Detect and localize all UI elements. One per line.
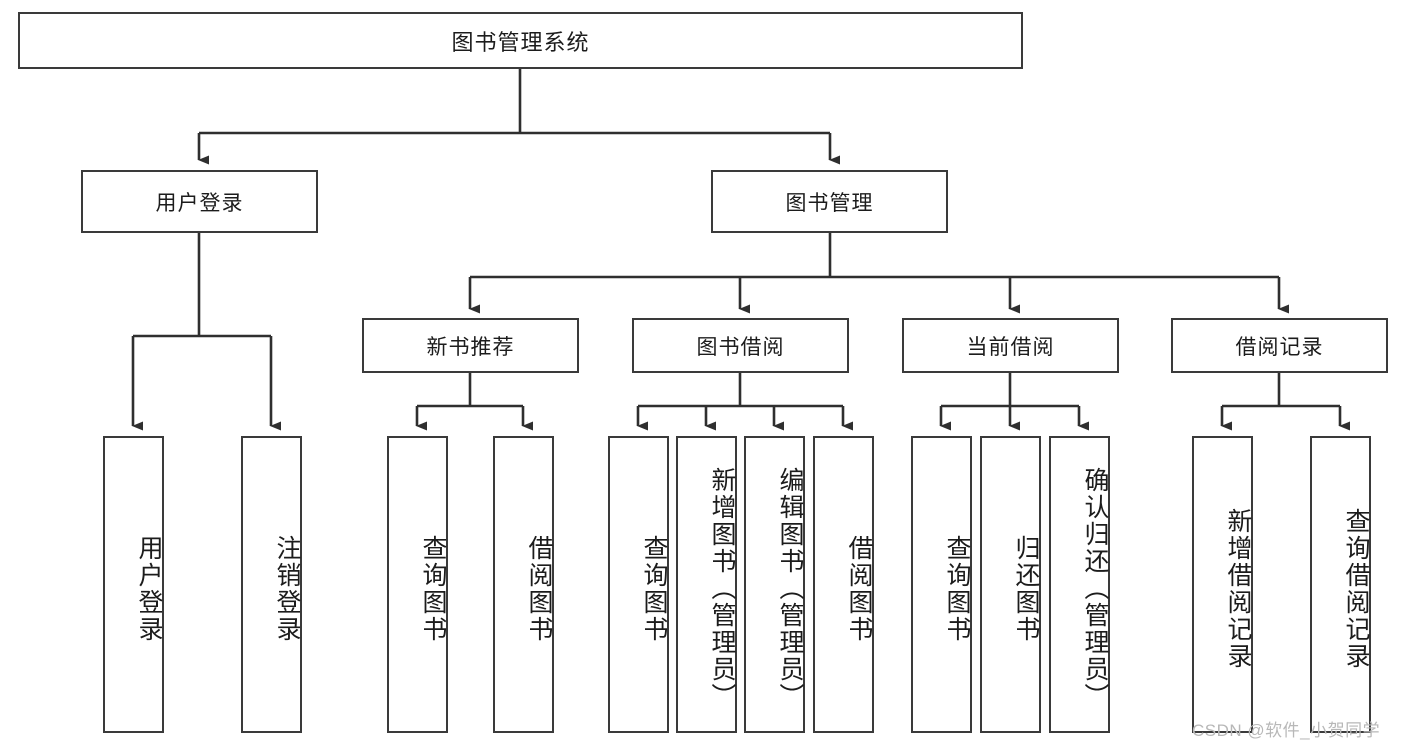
node-book-borrow[interactable]: 图书借阅	[632, 318, 849, 373]
leaf-borrow-book-2[interactable]: 借阅图书	[813, 436, 874, 733]
node-book-borrow-label: 图书借阅	[696, 335, 785, 359]
leaf-query-record-label: 查询借阅记录	[1342, 507, 1370, 670]
leaf-logout-login[interactable]: 注销登录	[241, 436, 302, 733]
leaf-query-book-2[interactable]: 查询图书	[608, 436, 669, 733]
leaf-query-book-1[interactable]: 查询图书	[387, 436, 448, 733]
node-current-borrow[interactable]: 当前借阅	[902, 318, 1119, 373]
leaf-user-login[interactable]: 用户登录	[103, 436, 164, 733]
node-new-book-recommend-label: 新书推荐	[426, 335, 515, 359]
leaf-borrow-book-1[interactable]: 借阅图书	[493, 436, 554, 733]
node-root-label: 图书管理系统	[451, 29, 590, 55]
leaf-confirm-return-label: 确认归还（管理员）	[1081, 467, 1109, 710]
leaf-add-record-label: 新增借阅记录	[1224, 507, 1252, 670]
leaf-query-book-1-label: 查询图书	[419, 534, 447, 643]
leaf-logout-login-label: 注销登录	[273, 534, 301, 643]
leaf-query-book-3-label: 查询图书	[943, 534, 971, 643]
leaf-add-record[interactable]: 新增借阅记录	[1192, 436, 1253, 733]
node-user-login[interactable]: 用户登录	[81, 170, 318, 233]
node-borrow-record-label: 借阅记录	[1235, 335, 1324, 359]
leaf-borrow-book-1-label: 借阅图书	[525, 534, 553, 643]
node-book-management-label: 图书管理	[785, 191, 874, 215]
node-new-book-recommend[interactable]: 新书推荐	[362, 318, 579, 373]
leaf-add-book[interactable]: 新增图书（管理员）	[676, 436, 737, 733]
leaf-query-record[interactable]: 查询借阅记录	[1310, 436, 1371, 733]
leaf-user-login-label: 用户登录	[135, 534, 163, 643]
node-current-borrow-label: 当前借阅	[966, 335, 1055, 359]
leaf-query-book-3[interactable]: 查询图书	[911, 436, 972, 733]
leaf-query-book-2-label: 查询图书	[640, 534, 668, 643]
leaf-return-book[interactable]: 归还图书	[980, 436, 1041, 733]
watermark-text: CSDN @软件_小贺同学	[1192, 721, 1381, 740]
node-book-management[interactable]: 图书管理	[711, 170, 948, 233]
node-user-login-label: 用户登录	[155, 191, 244, 215]
leaf-return-book-label: 归还图书	[1012, 534, 1040, 643]
leaf-edit-book-label: 编辑图书（管理员）	[776, 467, 804, 710]
node-borrow-record[interactable]: 借阅记录	[1171, 318, 1388, 373]
leaf-borrow-book-2-label: 借阅图书	[845, 534, 873, 643]
node-root[interactable]: 图书管理系统	[18, 12, 1023, 69]
leaf-edit-book[interactable]: 编辑图书（管理员）	[744, 436, 805, 733]
leaf-add-book-label: 新增图书（管理员）	[708, 467, 736, 710]
leaf-confirm-return[interactable]: 确认归还（管理员）	[1049, 436, 1110, 733]
